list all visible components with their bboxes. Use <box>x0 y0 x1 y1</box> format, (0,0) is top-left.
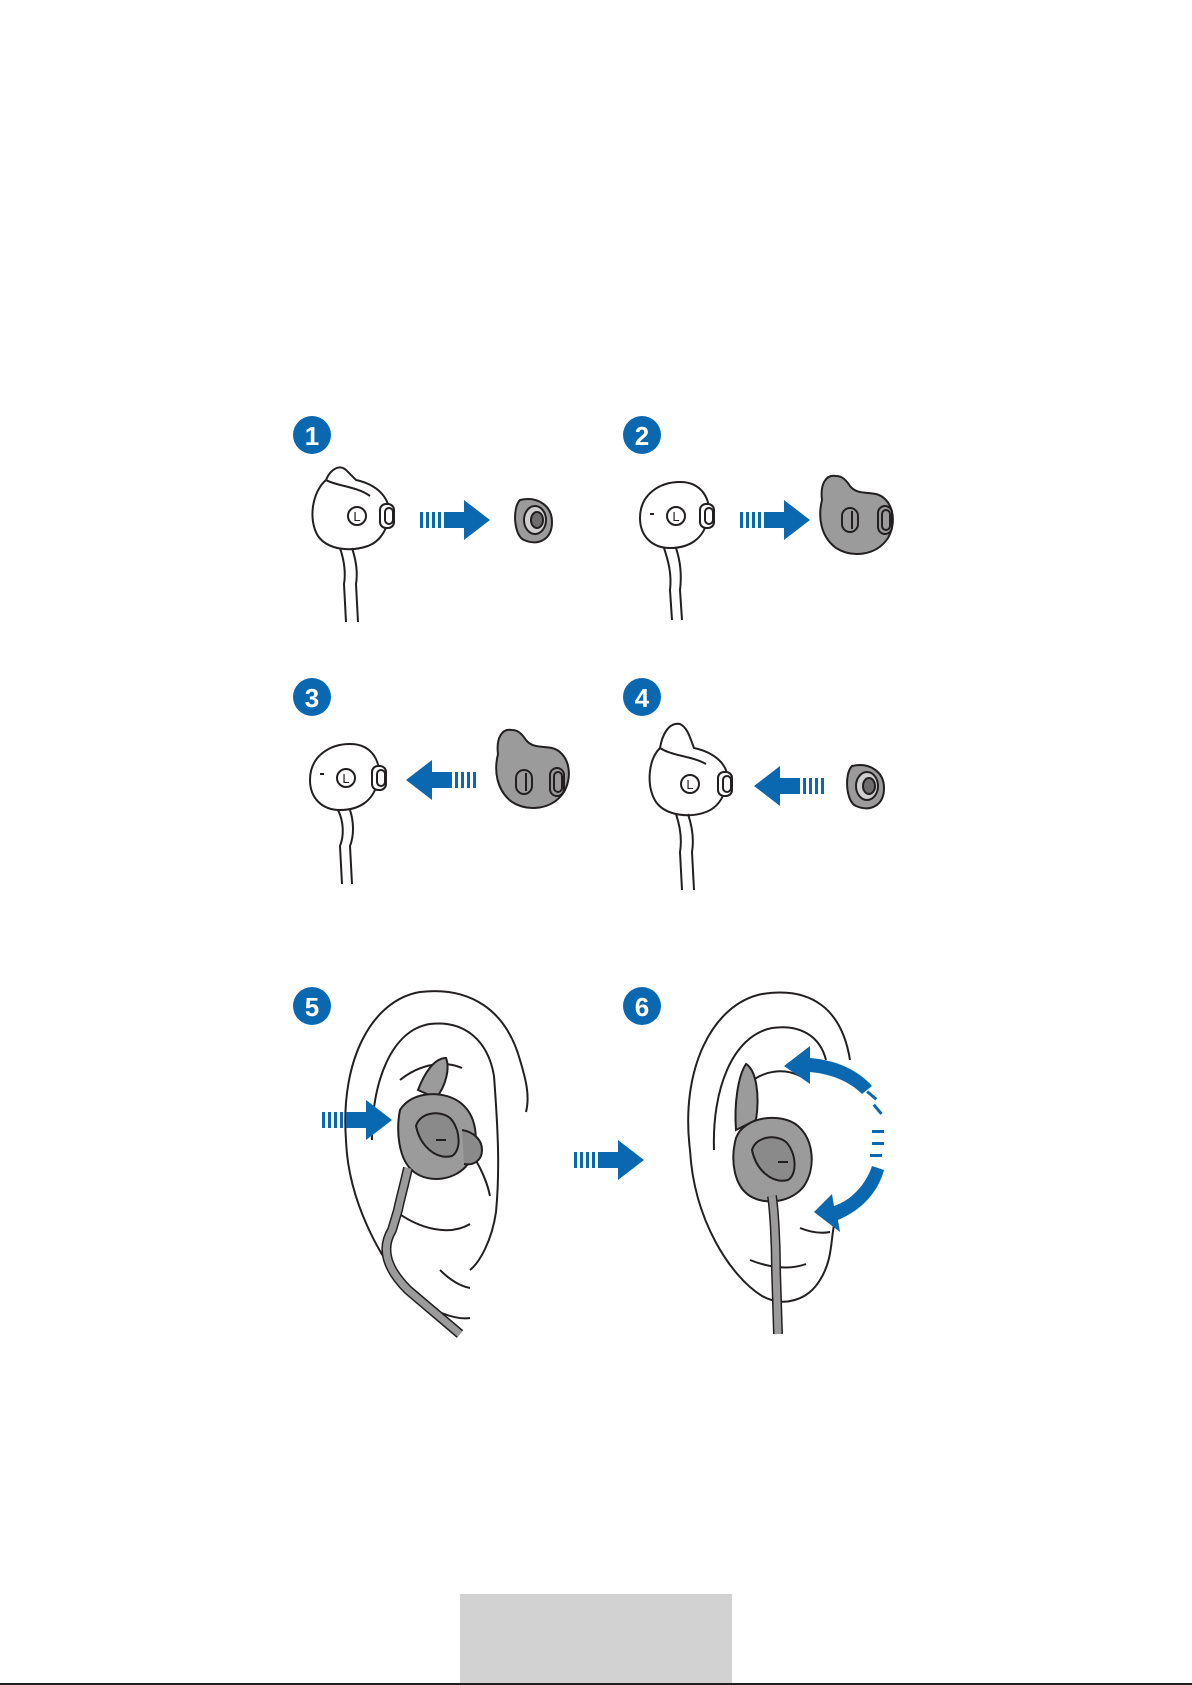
step-1: 1 L <box>293 416 552 622</box>
step-3: 3 L <box>293 678 569 884</box>
earbud-in-ear <box>733 1064 811 1334</box>
step-4: 4 L <box>623 678 884 890</box>
attach-arrow-icon <box>740 500 810 540</box>
step-number-6: 6 <box>635 992 649 1022</box>
ear-tip <box>847 765 884 808</box>
step-number-3: 3 <box>305 683 319 713</box>
step-6: 6 <box>623 987 884 1334</box>
ear-label-left: L <box>686 777 693 792</box>
step-5: 5 <box>293 987 528 1334</box>
next-step-arrow-icon <box>574 1140 644 1180</box>
step-number-2: 2 <box>635 421 649 451</box>
earbud-bare <box>310 744 386 884</box>
attach-arrow-icon <box>754 766 824 806</box>
step-number-5: 5 <box>305 992 319 1022</box>
wingtip <box>496 730 569 808</box>
earbud-with-wingtip <box>650 724 732 890</box>
ear-label-left: L <box>342 771 349 786</box>
remove-arrow-icon <box>420 500 490 540</box>
ear-label-left: L <box>353 509 360 524</box>
attach-arrow-icon <box>406 760 476 800</box>
ear-tip <box>515 499 552 542</box>
earbud-in-ear <box>386 1058 482 1334</box>
earbud-with-wingtip <box>312 467 394 622</box>
ear-label-left: L <box>672 509 679 524</box>
step-number-1: 1 <box>305 421 319 451</box>
step-number-4: 4 <box>635 683 650 713</box>
page-footer-box <box>460 1594 732 1684</box>
insert-arrow-icon <box>322 1100 392 1140</box>
step-2: 2 L <box>623 416 893 620</box>
earbud-bare <box>640 482 714 620</box>
wingtip <box>820 476 893 554</box>
